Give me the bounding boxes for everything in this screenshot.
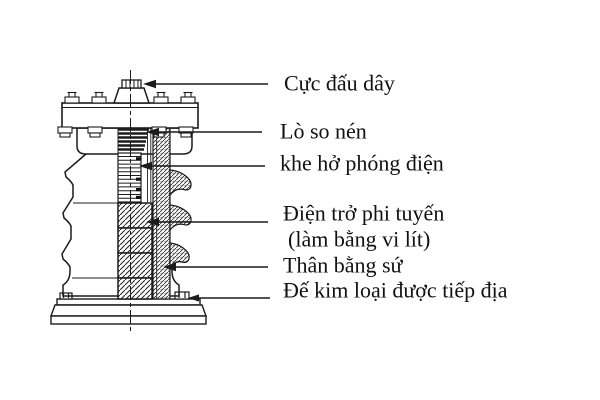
label-terminal: Cực đấu dây <box>284 70 395 96</box>
leader-arrows <box>139 79 270 302</box>
porcelain-exterior-profile <box>61 153 180 297</box>
spark-gap-stack <box>117 152 142 203</box>
leader-arrow-terminal <box>143 79 268 89</box>
porcelain-wall-section <box>152 127 192 300</box>
compression-spring <box>117 128 152 202</box>
label-nonlinear-resistor: Điện trở phi tuyến <box>283 200 445 226</box>
leader-arrow-spark-gap <box>139 161 265 171</box>
flange-top-bolts <box>64 91 196 104</box>
label-spring: Lò so nén <box>280 118 367 144</box>
metal-base <box>50 291 207 325</box>
leader-arrow-resistor <box>146 217 268 227</box>
label-porcelain-body: Thân bằng sứ <box>283 252 403 278</box>
leader-arrow-porcelain <box>163 262 268 272</box>
label-spark-gap: khe hở phóng điện <box>280 150 444 176</box>
leader-arrow-base <box>188 294 270 302</box>
nonlinear-resistor-column <box>117 202 153 300</box>
label-grounded-base: Đế kim loại được tiếp địa <box>283 277 508 303</box>
gap-electrode-marks <box>136 157 141 199</box>
wire-terminal <box>112 79 151 104</box>
label-nonlinear-resistor-note: (làm bằng vi lít) <box>288 226 431 252</box>
leader-arrow-spring <box>146 127 262 137</box>
porcelain-shed-fins <box>169 169 192 269</box>
